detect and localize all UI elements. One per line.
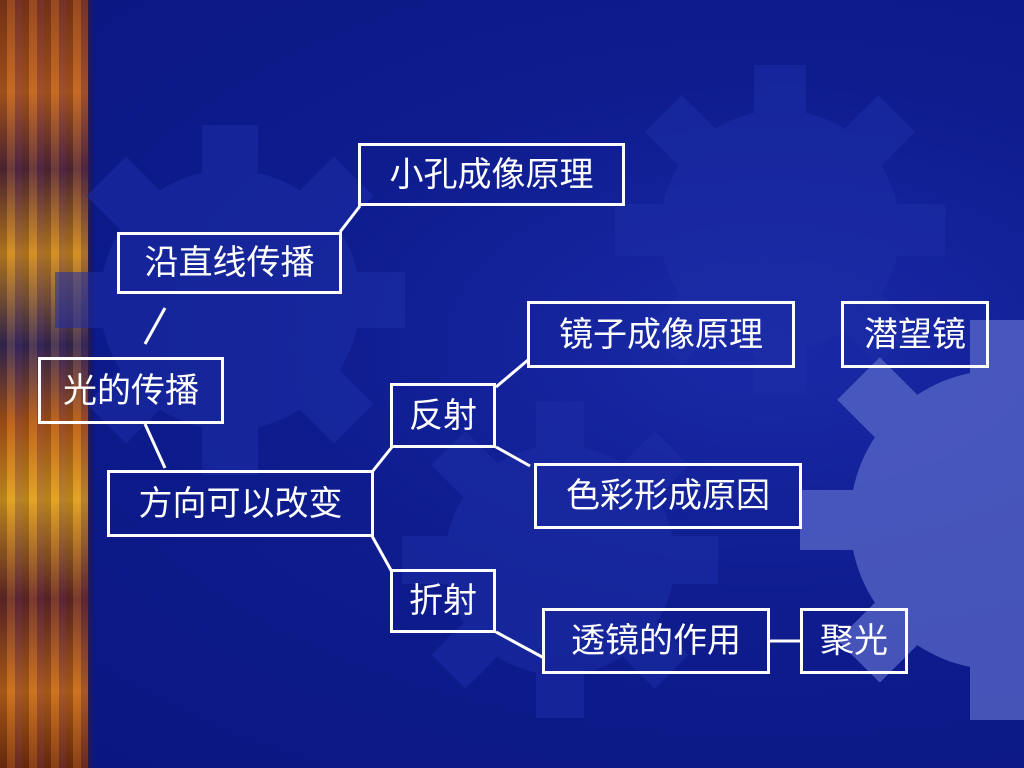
link-reflection-color	[495, 445, 531, 468]
node-direction-change: 方向可以改变	[107, 470, 374, 537]
link-light-straight	[143, 307, 167, 345]
node-lens-function: 透镜的作用	[542, 608, 770, 674]
node-mirror-imaging: 镜子成像原理	[527, 301, 795, 368]
node-pinhole-imaging: 小孔成像原理	[358, 143, 625, 206]
link-reflection-mirror	[495, 358, 529, 389]
node-color-formation: 色彩形成原因	[534, 463, 802, 529]
decorative-stripe-texture	[0, 0, 92, 768]
link-refraction-lens	[495, 630, 545, 660]
link-direction-reflection	[370, 446, 394, 473]
node-light-propagation: 光的传播	[38, 357, 224, 424]
node-periscope: 潜望镜	[841, 301, 989, 368]
decorative-stripe-edge	[88, 0, 94, 768]
decorative-gear-stripe	[0, 0, 92, 768]
node-refraction: 折射	[390, 569, 496, 633]
gear-shape	[615, 65, 945, 395]
link-light-direction	[143, 423, 167, 469]
gear-shape	[800, 320, 1024, 720]
gear-shape	[402, 402, 718, 718]
node-focusing: 聚光	[800, 608, 908, 674]
node-reflection: 反射	[390, 383, 496, 448]
link-direction-refraction	[370, 535, 394, 573]
link-straight-pinhole	[338, 205, 362, 233]
node-straight-line: 沿直线传播	[117, 232, 342, 294]
